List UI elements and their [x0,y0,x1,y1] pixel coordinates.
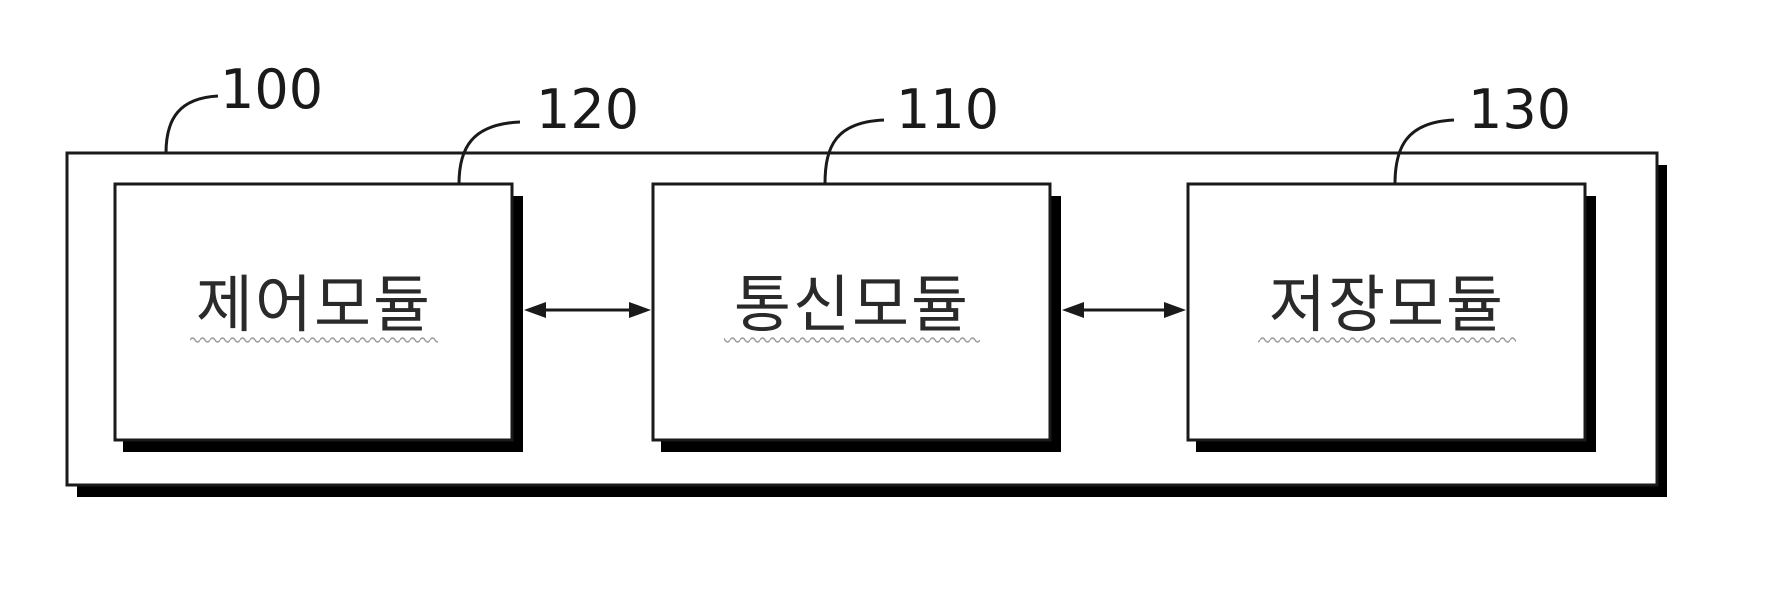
module-storage-label: 저장모듈 [1269,268,1505,341]
system-ref-leader [164,94,219,154]
module-communication: 통신모듈 [651,182,1061,452]
module-communication-label: 통신모듈 [734,268,970,341]
arrow-right-icon [629,302,651,318]
connection-communication-storage [1062,302,1186,318]
module-control: 제어모듈 [113,182,523,452]
module-control-ref-label: 120 [536,78,639,141]
module-control-box [113,182,514,442]
module-communication-ref-label: 110 [896,78,999,141]
module-communication-ref-leader [823,118,885,185]
module-storage-ref-leader [1393,118,1455,185]
system-ref-label: 100 [220,58,323,121]
module-storage-squiggle [1258,336,1516,344]
module-storage-box [1186,182,1587,442]
arrow-right-icon [1164,302,1186,318]
module-control-ref-leader [457,120,521,185]
connection-control-communication [524,302,651,318]
module-storage: 저장모듈 [1186,182,1596,452]
arrow-left-icon [524,302,546,318]
module-control-squiggle [190,336,438,344]
module-communication-squiggle [724,336,980,344]
module-communication-box [651,182,1052,442]
module-storage-ref-label: 130 [1468,78,1571,141]
module-control-label: 제어모듈 [196,268,432,341]
arrow-left-icon [1062,302,1084,318]
